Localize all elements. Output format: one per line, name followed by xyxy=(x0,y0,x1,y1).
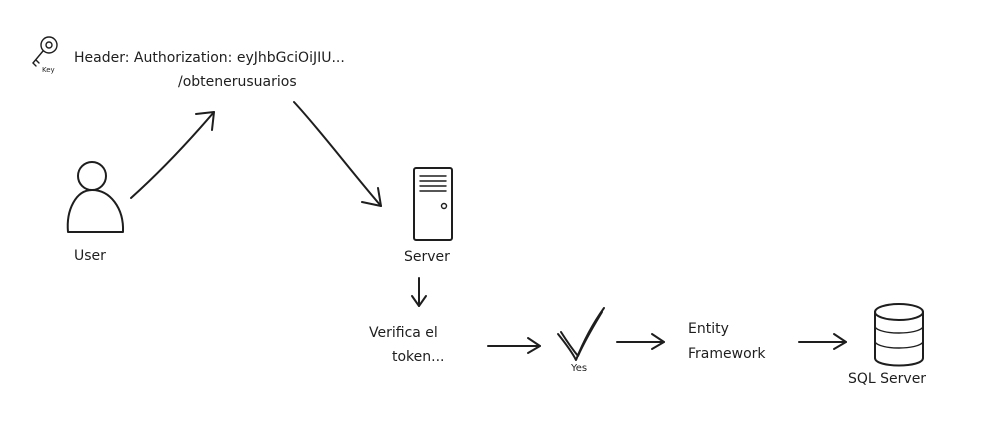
endpoint-label: /obtenerusuarios xyxy=(178,74,297,90)
checkmark-icon xyxy=(557,307,605,361)
server-tower-icon xyxy=(413,167,453,241)
sql-server-label: SQL Server xyxy=(848,371,927,387)
authorization-header-label: Header: Authorization: eyJhbGciOiJIU... xyxy=(74,50,345,66)
entity-framework-label-line1: Entity xyxy=(688,321,729,337)
arrow-user-to-request xyxy=(130,111,215,199)
person-icon xyxy=(66,161,125,233)
server-label: Server xyxy=(404,249,450,265)
arrow-request-to-server xyxy=(293,101,382,207)
key-icon xyxy=(32,36,58,67)
database-cylinder-icon xyxy=(874,303,924,367)
arrow-check-to-entity-framework xyxy=(616,333,665,350)
arrow-entity-framework-to-sql-server xyxy=(798,333,847,350)
entity-framework-label-line2: Framework xyxy=(688,346,766,362)
verify-token-label-line2: token... xyxy=(392,349,445,365)
user-label: User xyxy=(74,248,106,264)
verify-token-label-line1: Verifica el xyxy=(369,325,438,341)
arrow-server-to-verify xyxy=(411,277,427,307)
arrow-verify-to-check xyxy=(487,337,541,354)
key-icon-label: Key xyxy=(42,66,55,74)
check-label: Yes xyxy=(571,363,588,374)
